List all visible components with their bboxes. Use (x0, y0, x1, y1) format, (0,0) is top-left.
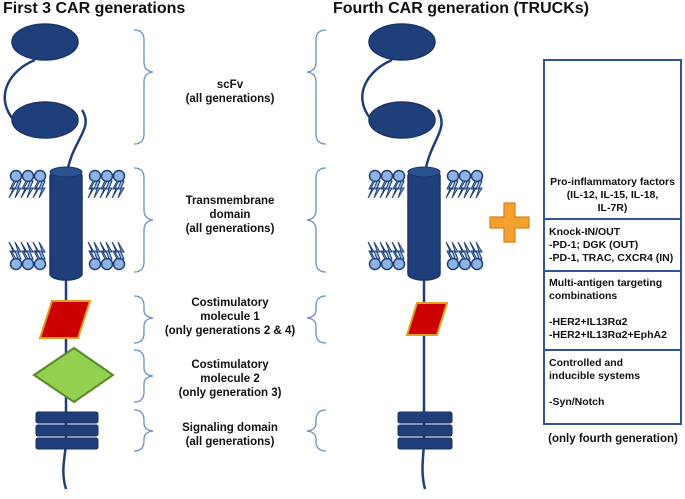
factors-line-1: Pro-inflammatory factors (550, 176, 675, 188)
label-costimulatory-1: Costimulatory molecule 1 (only generatio… (155, 296, 305, 338)
left-car-structure (3, 23, 125, 490)
factors-line-3: IL-7R) (597, 202, 628, 214)
brace-group (133, 29, 327, 452)
footer-only-fourth-generation: (only fourth generation) (548, 433, 678, 445)
header-fourth-generation: Fourth CAR generation (TRUCKs) (333, 0, 589, 17)
factors-line-2: (IL-12, IL-15, IL-18, (566, 189, 659, 201)
panel-controlled-systems: Controlled and inducible systems -Syn/No… (545, 357, 680, 409)
label-transmembrane-line-2: domain (209, 209, 251, 221)
label-costim2-line-2: molecule 2 (200, 373, 260, 385)
label-transmembrane-line-1: Transmembrane (185, 195, 275, 207)
label-costimulatory-2: Costimulatory molecule 2 (only generatio… (160, 358, 300, 400)
plus-icon (489, 202, 530, 243)
label-costim2-line-3: (only generation 3) (178, 387, 282, 399)
knock-line-3: -PD-1, TRAC, CXCR4 (IN) (549, 252, 674, 264)
label-transmembrane-line-3: (all generations) (185, 223, 275, 235)
label-scfv: scFv (all generations) (165, 78, 295, 106)
panel-knock-in-out: Knock-IN/OUT -PD-1; DGK (OUT) -PD-1, TRA… (545, 226, 680, 265)
label-signaling: Signaling domain (all generations) (160, 421, 300, 449)
label-costim2-line-1: Costimulatory (191, 359, 269, 371)
knock-line-2: -PD-1; DGK (OUT) (549, 239, 639, 251)
transmembrane-domain (49, 169, 83, 281)
costimulatory-molecule-2 (32, 346, 115, 404)
multi-line-3: -HER2+IL13Rα2 (549, 316, 628, 328)
label-scfv-line-2: (all generations) (185, 93, 275, 105)
label-costim1-line-3: (only generations 2 & 4) (164, 325, 296, 337)
label-costim1-line-1: Costimulatory (191, 297, 269, 309)
label-scfv-line-1: scFv (216, 79, 244, 91)
knock-line-1: Knock-IN/OUT (549, 226, 621, 238)
multi-line-4: -HER2+IL13Rα2+EphA2 (549, 329, 667, 341)
panel-divider (545, 349, 680, 351)
multi-line-1: Multi-antigen targeting (549, 277, 663, 289)
right-car-structure (361, 23, 482, 490)
scfv-domain-lower (11, 101, 79, 139)
signaling-domain-bar (35, 411, 99, 424)
label-signaling-line-2: (all generations) (185, 436, 275, 448)
header-first-three-generations: First 3 CAR generations (3, 0, 186, 17)
panel-pro-inflammatory-factors: Pro-inflammatory factors (IL-12, IL-15, … (545, 176, 680, 215)
scfv-domain-upper (11, 23, 79, 61)
panel-divider (545, 270, 680, 272)
label-signaling-line-1: Signaling domain (182, 422, 278, 434)
fourth-generation-features-panel: Pro-inflammatory factors (IL-12, IL-15, … (543, 59, 682, 425)
controlled-line-2: inducible systems (549, 370, 641, 382)
panel-multi-antigen: Multi-antigen targeting combinations -HE… (545, 277, 680, 342)
label-costim1-line-2: molecule 1 (200, 311, 260, 323)
costimulatory-molecule-1 (38, 300, 92, 339)
controlled-line-1: Controlled and (549, 357, 624, 369)
panel-divider (545, 218, 680, 220)
multi-line-2: combinations (549, 290, 618, 302)
label-transmembrane: Transmembrane domain (all generations) (165, 194, 295, 236)
controlled-line-3: -Syn/Notch (549, 396, 605, 408)
